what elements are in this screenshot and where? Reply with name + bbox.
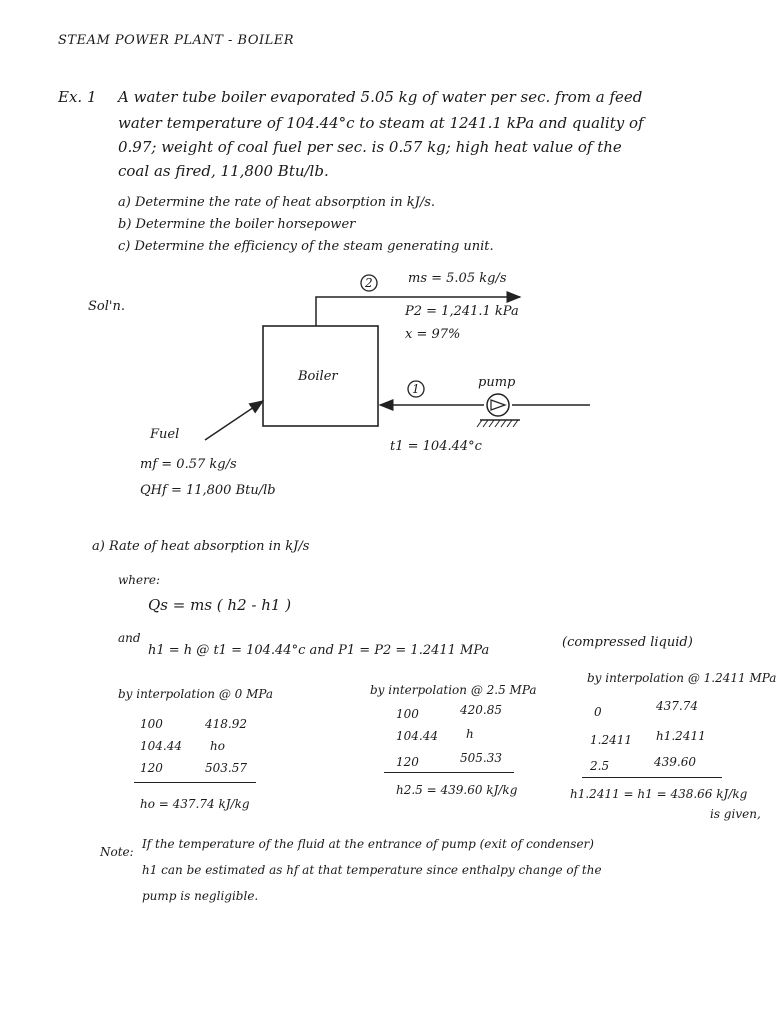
table-12411mpa-result: h1.2411 = h1 = 438.66 kJ/kg bbox=[570, 787, 748, 801]
table-25mpa-r3-x: 120 bbox=[396, 755, 419, 769]
table-25mpa-result: h2.5 = 439.60 kJ/kg bbox=[396, 783, 518, 797]
boiler-label: Boiler bbox=[298, 369, 338, 384]
question-a: a) Determine the rate of heat absorption… bbox=[118, 195, 436, 210]
problem-line-2: water temperature of 104.44°c to steam a… bbox=[118, 114, 644, 132]
page-title: STEAM POWER PLANT - BOILER bbox=[58, 33, 295, 48]
where-label: where: bbox=[118, 573, 160, 587]
table-0mpa-r2-y: ho bbox=[210, 739, 225, 753]
table-0mpa-result: ho = 437.74 kJ/kg bbox=[140, 797, 250, 811]
note-line-3: pump is negligible. bbox=[142, 889, 259, 903]
table-0mpa-r3-x: 120 bbox=[140, 761, 163, 775]
table-0mpa-r1-y: 418.92 bbox=[205, 717, 247, 731]
table-0mpa-r1-x: 100 bbox=[140, 717, 163, 731]
table-12411mpa-r1-x: 0 bbox=[594, 705, 602, 719]
note-label: Note: bbox=[100, 845, 134, 859]
pump-label: pump bbox=[478, 375, 516, 390]
table-12411mpa-r3-x: 2.5 bbox=[590, 759, 610, 773]
h1-condition: h1 = h @ t1 = 104.44°c and P1 = P2 = 1.2… bbox=[148, 643, 490, 658]
table-12411mpa-tail: is given, bbox=[710, 807, 761, 821]
note-line-2: h1 can be estimated as hf at that temper… bbox=[142, 863, 602, 877]
heating-value: QHf = 11,800 Btu/lb bbox=[140, 483, 276, 498]
table-25mpa-r3-y: 505.33 bbox=[460, 751, 502, 765]
compressed-liquid-note: (compressed liquid) bbox=[562, 635, 693, 650]
mass-flow-steam: ms = 5.05 kg/s bbox=[408, 271, 507, 286]
problem-line-4: coal as fired, 11,800 Btu/lb. bbox=[118, 162, 329, 180]
pump-ground-hatch bbox=[476, 419, 519, 428]
table-12411mpa-rule bbox=[582, 777, 722, 778]
quality-x: x = 97% bbox=[405, 327, 461, 342]
table-0mpa-r2-x: 104.44 bbox=[140, 739, 182, 753]
note-line-1: If the temperature of the fluid at the e… bbox=[142, 837, 594, 851]
fuel-arrow bbox=[204, 400, 265, 441]
feed-temperature: t1 = 104.44°c bbox=[390, 439, 482, 454]
table-25mpa-r2-x: 104.44 bbox=[396, 729, 438, 743]
table-0mpa-r3-y: 503.57 bbox=[205, 761, 247, 775]
table-25mpa-rule bbox=[384, 772, 514, 773]
table-12411mpa-r1-y: 437.74 bbox=[656, 699, 698, 713]
fuel-mass-flow: mf = 0.57 kg/s bbox=[140, 457, 237, 472]
table-12411mpa-r2-y: h1.2411 bbox=[656, 729, 706, 743]
table-25mpa-r1-x: 100 bbox=[396, 707, 419, 721]
state-1-marker: 1 bbox=[412, 382, 420, 396]
table-12411mpa-r3-y: 439.60 bbox=[654, 755, 696, 769]
pump-arrow-icon bbox=[490, 399, 507, 411]
state-2-marker: 2 bbox=[365, 276, 373, 290]
problem-line-3: 0.97; weight of coal fuel per sec. is 0.… bbox=[118, 138, 622, 156]
table-25mpa-title: by interpolation @ 2.5 MPa bbox=[370, 683, 537, 697]
question-b: b) Determine the boiler horsepower bbox=[118, 217, 356, 232]
and-label: and bbox=[118, 631, 141, 645]
question-c: c) Determine the efficiency of the steam… bbox=[118, 239, 494, 254]
problem-line-1: A water tube boiler evaporated 5.05 kg o… bbox=[118, 88, 643, 106]
solution-label: Sol'n. bbox=[88, 299, 125, 314]
part-a-heading: a) Rate of heat absorption in kJ/s bbox=[92, 539, 310, 554]
table-0mpa-title: by interpolation @ 0 MPa bbox=[118, 687, 274, 701]
example-number: Ex. 1 bbox=[58, 88, 97, 106]
table-25mpa-r2-y: h bbox=[466, 727, 474, 741]
table-0mpa-rule bbox=[134, 782, 256, 783]
table-25mpa-r1-y: 420.85 bbox=[460, 703, 502, 717]
table-12411mpa-title: by interpolation @ 1.2411 MPa bbox=[587, 671, 776, 685]
pump-icon bbox=[486, 393, 510, 417]
pressure-2: P2 = 1,241.1 kPa bbox=[405, 304, 519, 319]
table-12411mpa-r2-x: 1.2411 bbox=[590, 733, 632, 747]
heat-equation: Qs = ms ( h2 - h1 ) bbox=[148, 596, 292, 614]
fuel-label: Fuel bbox=[150, 427, 180, 442]
